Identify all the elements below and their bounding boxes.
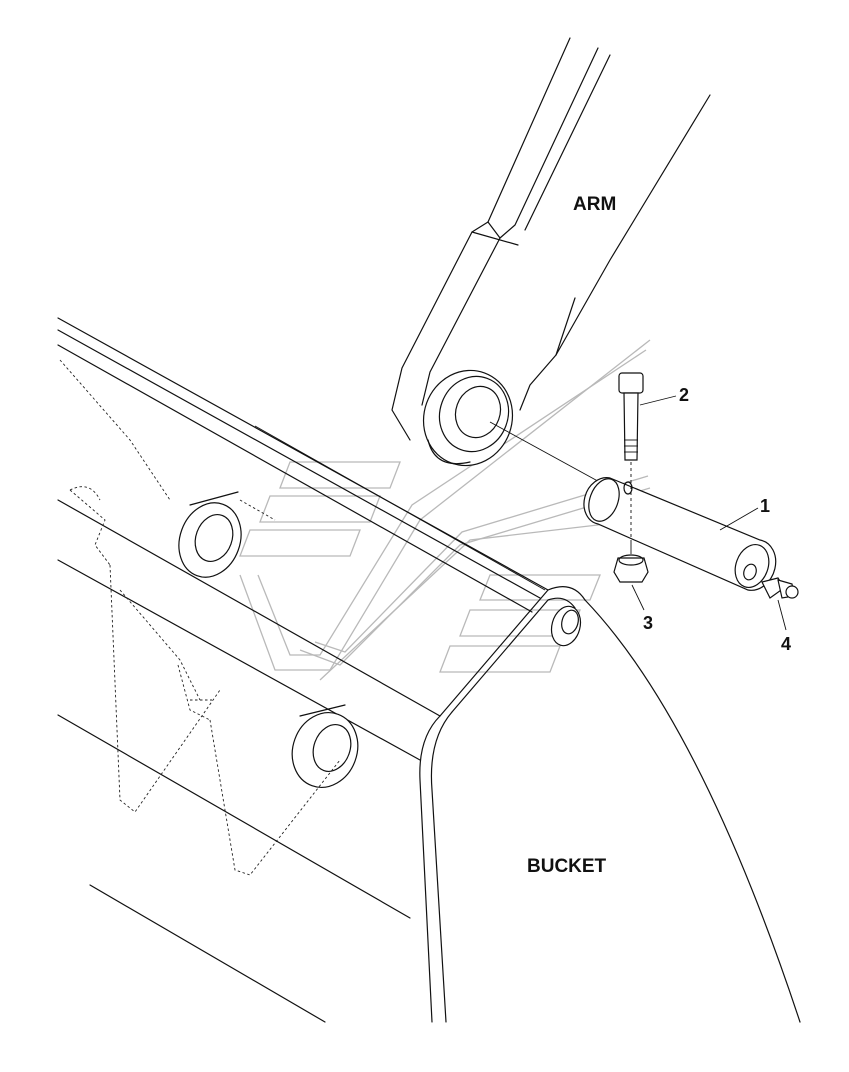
grease-fitting-part-4: [761, 577, 799, 599]
bucket-structure: [57, 317, 801, 1023]
nut-part-3: [613, 540, 649, 583]
callout-1: 1: [760, 496, 770, 516]
bucket-boss-right: [291, 712, 359, 788]
leader-lines: [631, 395, 787, 631]
pin-part-1: [583, 477, 777, 591]
watermark-logo: [239, 339, 651, 681]
arm-label: ARM: [573, 194, 616, 215]
callout-2: 2: [679, 385, 689, 405]
pin-alignment-line: [489, 421, 606, 486]
callout-4: 4: [781, 634, 791, 654]
bolt-part-2: [618, 372, 644, 540]
bucket-label: BUCKET: [527, 856, 607, 877]
arm-structure: [391, 37, 711, 467]
callout-3: 3: [643, 613, 653, 633]
bucket-boss-left: [178, 502, 242, 578]
bucket-lug-boss: [550, 605, 582, 647]
